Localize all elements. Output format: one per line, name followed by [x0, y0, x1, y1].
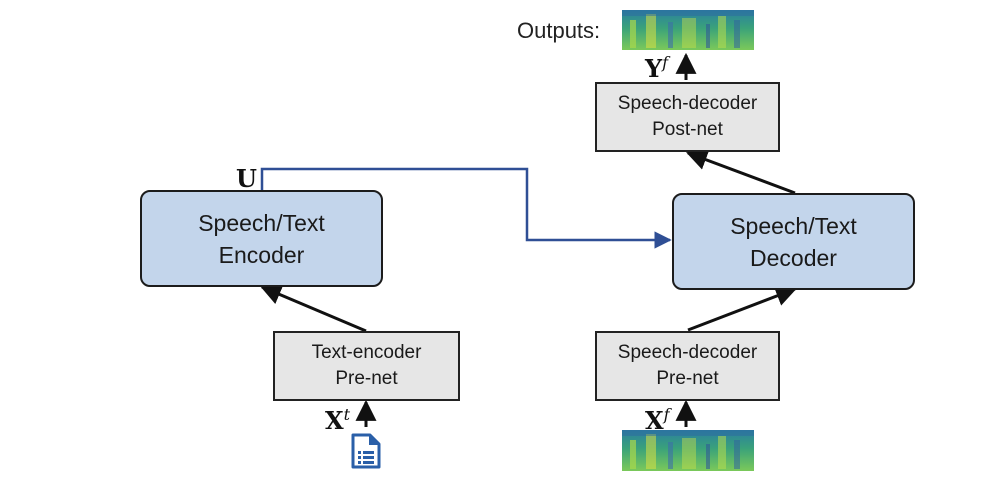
speech-decoder-prenet: Speech-decoder Pre-net: [595, 331, 780, 401]
text-encoder-prenet: Text-encoder Pre-net: [273, 331, 460, 401]
symbol-xt: Xt: [325, 405, 351, 435]
document-list-icon: [351, 433, 381, 469]
speech-text-decoder: Speech/Text Decoder: [672, 193, 915, 290]
symbol-yf: Yf: [645, 53, 669, 83]
speech-text-encoder: Speech/Text Encoder: [140, 190, 383, 287]
speech-prenet-line-1: Speech-decoder: [617, 342, 758, 363]
arrow-decoder-to-postnet: [686, 149, 796, 195]
symbol-xf: Xf: [645, 405, 670, 435]
arrow-prenet-to-decoder: [687, 285, 797, 332]
speech-postnet-line-1: Speech-decoder: [617, 93, 758, 114]
input-spectrogram-icon: [622, 430, 754, 471]
speech-decoder-postnet: Speech-decoder Post-net: [595, 82, 780, 152]
text-prenet-line-1: Text-encoder: [311, 342, 422, 363]
decoder-line-1: Speech/Text: [730, 212, 857, 239]
text-prenet-line-2: Pre-net: [335, 368, 398, 389]
encoder-line-2: Encoder: [218, 241, 305, 268]
connector-u-to-decoder: [260, 167, 672, 249]
speech-prenet-line-2: Pre-net: [656, 368, 719, 389]
decoder-line-2: Decoder: [750, 244, 837, 271]
speech-postnet-line-2: Post-net: [652, 119, 723, 140]
output-spectrogram-icon: [622, 10, 754, 50]
encoder-line-1: Speech/Text: [198, 209, 325, 236]
symbol-u: U: [236, 164, 257, 193]
outputs-label: Outputs:: [517, 18, 601, 43]
arrow-prenet-to-encoder: [260, 284, 367, 333]
